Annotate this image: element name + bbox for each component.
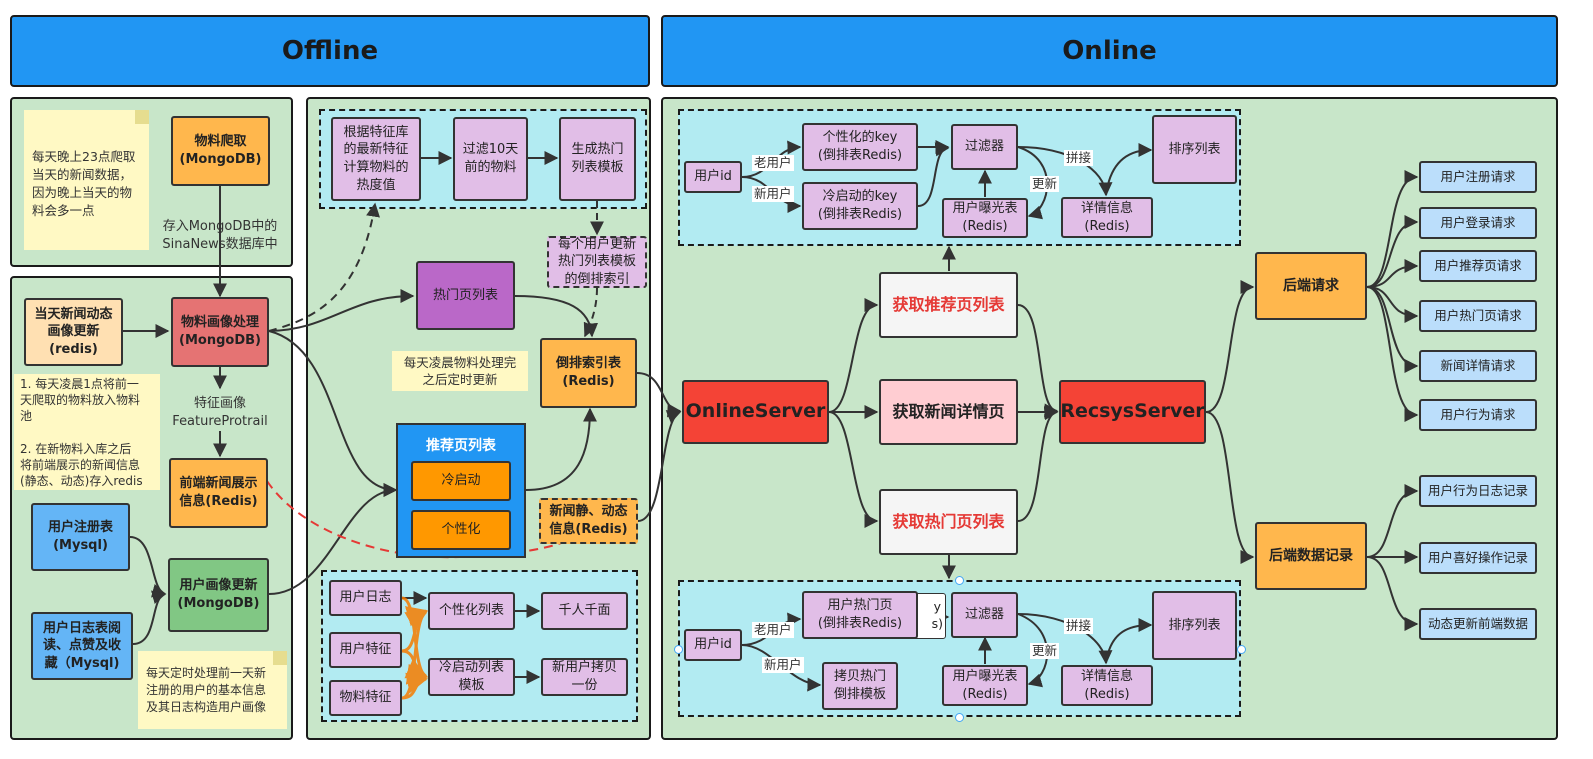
req-item[interactable]: 用户热门页请求 <box>1419 300 1537 332</box>
req-item[interactable]: 新闻详情请求 <box>1419 350 1537 382</box>
per-user-box[interactable]: 每个用户更新 热门列表模板 的倒排索引 <box>547 236 647 288</box>
selection-handle[interactable] <box>955 576 964 585</box>
offline-header: Offline <box>10 15 650 87</box>
thousand-box[interactable]: 千人千面 <box>541 592 628 630</box>
top-filter-box[interactable]: 过滤器 <box>951 124 1018 170</box>
user-profile-box[interactable]: 用户画像更新 (MongoDB) <box>168 558 269 632</box>
crawl-box[interactable]: 物料爬取 (MongoDB) <box>171 116 270 186</box>
user-reg-box[interactable]: 用户注册表 (Mysql) <box>31 503 130 571</box>
selection-handle[interactable] <box>1237 645 1246 654</box>
note-morning: 每天凌晨物料处理完 之后定时更新 <box>392 351 528 391</box>
item-profile-box[interactable]: 物料画像处理 (MongoDB) <box>171 297 269 367</box>
top-sort-box[interactable]: 排序列表 <box>1152 115 1237 184</box>
bottom-concat-label: 拼接 <box>1064 618 1094 635</box>
online-title: Online <box>1062 36 1157 66</box>
bottom-exposure-box[interactable]: 用户曝光表 (Redis) <box>942 665 1028 706</box>
feature-text: 特征画像 FeatureProtrail <box>172 396 268 429</box>
cold-start-box[interactable]: 冷启动 <box>411 461 511 501</box>
backend-log-box[interactable]: 后端数据记录 <box>1255 522 1367 590</box>
user-log-box[interactable]: 用户日志表阅 读、点赞及收 藏（Mysql) <box>31 612 133 680</box>
req-item[interactable]: 用户登录请求 <box>1419 207 1537 239</box>
offline-title: Offline <box>281 36 379 66</box>
item-feat-box[interactable]: 物料特征 <box>329 680 402 716</box>
get-detail-box[interactable]: 获取新闻详情页 <box>879 379 1018 445</box>
gen-template-box[interactable]: 生成热门 列表模板 <box>559 117 636 201</box>
bottom-user-id-box[interactable]: 用户id <box>684 629 742 661</box>
bottom-sort-box[interactable]: 排序列表 <box>1152 591 1237 660</box>
top-exposure-box[interactable]: 用户曝光表 (Redis) <box>942 198 1028 238</box>
selection-handle[interactable] <box>955 713 964 722</box>
personal-box[interactable]: 个性化 <box>411 510 511 550</box>
bottom-old-label: 老用户 <box>752 622 794 639</box>
rec-list-container: 推荐页列表 冷启动 个性化 <box>396 423 526 558</box>
user-feat-box[interactable]: 用户特征 <box>329 632 402 668</box>
hot-list-box[interactable]: 热门页列表 <box>416 261 515 330</box>
online-header: Online <box>661 15 1558 87</box>
user-log2-box[interactable]: 用户日志 <box>329 580 402 616</box>
req-item[interactable]: 用户注册请求 <box>1419 161 1537 193</box>
new-user-copy-box[interactable]: 新用户拷贝 一份 <box>541 658 628 696</box>
personal-list-box[interactable]: 个性化列表 <box>428 592 515 630</box>
inverted-index-box[interactable]: 倒排索引表 (Redis) <box>540 338 637 408</box>
top-old-label: 老用户 <box>752 155 794 172</box>
note-crawl-schedule: 每天晚上23点爬取 当天的新闻数据， 因为晚上当天的物 料会多一点 <box>24 110 149 250</box>
hot-key-box[interactable]: 用户热门页 (倒排表Redis) <box>802 591 918 639</box>
key-cold-box[interactable]: 冷启动的key (倒排表Redis) <box>802 182 918 230</box>
rec-list-title: 推荐页列表 <box>426 438 496 454</box>
recsys-server-box[interactable]: RecsysServer <box>1059 380 1206 444</box>
note-user-profile: 每天定时处理前一天新 注册的用户的基本信息 及其日志构造用户画像 <box>138 651 287 729</box>
bottom-filter-box[interactable]: 过滤器 <box>951 592 1018 638</box>
top-user-id-box[interactable]: 用户id <box>684 161 742 193</box>
cold-list-box[interactable]: 冷启动列表 模板 <box>428 658 515 696</box>
top-concat-label: 拼接 <box>1064 150 1094 167</box>
log-item[interactable]: 用户喜好操作记录 <box>1419 542 1537 574</box>
get-rec-box[interactable]: 获取推荐页列表 <box>879 272 1018 338</box>
news-static-box[interactable]: 新闻静、动态 信息(Redis) <box>539 498 638 544</box>
note-item-rules: 1. 每天凌晨1点将前一 天爬取的物料放入物料 池 2. 在新物料入库之后 将前… <box>14 374 160 490</box>
req-item[interactable]: 用户行为请求 <box>1419 399 1537 431</box>
key-personal-box[interactable]: 个性化的key (倒排表Redis) <box>802 123 918 171</box>
log-item[interactable]: 动态更新前端数据 <box>1419 608 1537 640</box>
bottom-detail-box[interactable]: 详情信息 (Redis) <box>1061 665 1153 706</box>
backend-req-box[interactable]: 后端请求 <box>1255 252 1367 320</box>
top-update-label: 更新 <box>1030 176 1060 193</box>
top-new-label: 新用户 <box>752 186 794 203</box>
copy-hot-box[interactable]: 拷贝热门 倒排模板 <box>822 662 898 710</box>
frontend-news-box[interactable]: 前端新闻展示 信息(Redis) <box>169 458 268 528</box>
req-item[interactable]: 用户推荐页请求 <box>1419 250 1537 282</box>
filter-10-box[interactable]: 过滤10天 前的物料 <box>453 117 528 201</box>
store-text: 存入MongoDB中的 SinaNews数据库中 <box>162 219 278 252</box>
calc-hot-box[interactable]: 根据特征库 的最新特征 计算物料的 热度值 <box>331 117 421 201</box>
top-detail-box[interactable]: 详情信息 (Redis) <box>1061 197 1153 238</box>
bottom-update-label: 更新 <box>1030 643 1060 660</box>
news-dynamic-box[interactable]: 当天新闻动态 画像更新 (redis) <box>24 298 123 366</box>
bottom-new-label: 新用户 <box>762 657 804 674</box>
get-hot-box[interactable]: 获取热门页列表 <box>879 489 1018 555</box>
log-item[interactable]: 用户行为日志记录 <box>1419 475 1537 507</box>
online-server-box[interactable]: OnlineServer <box>682 380 829 444</box>
selection-handle[interactable] <box>674 645 683 654</box>
